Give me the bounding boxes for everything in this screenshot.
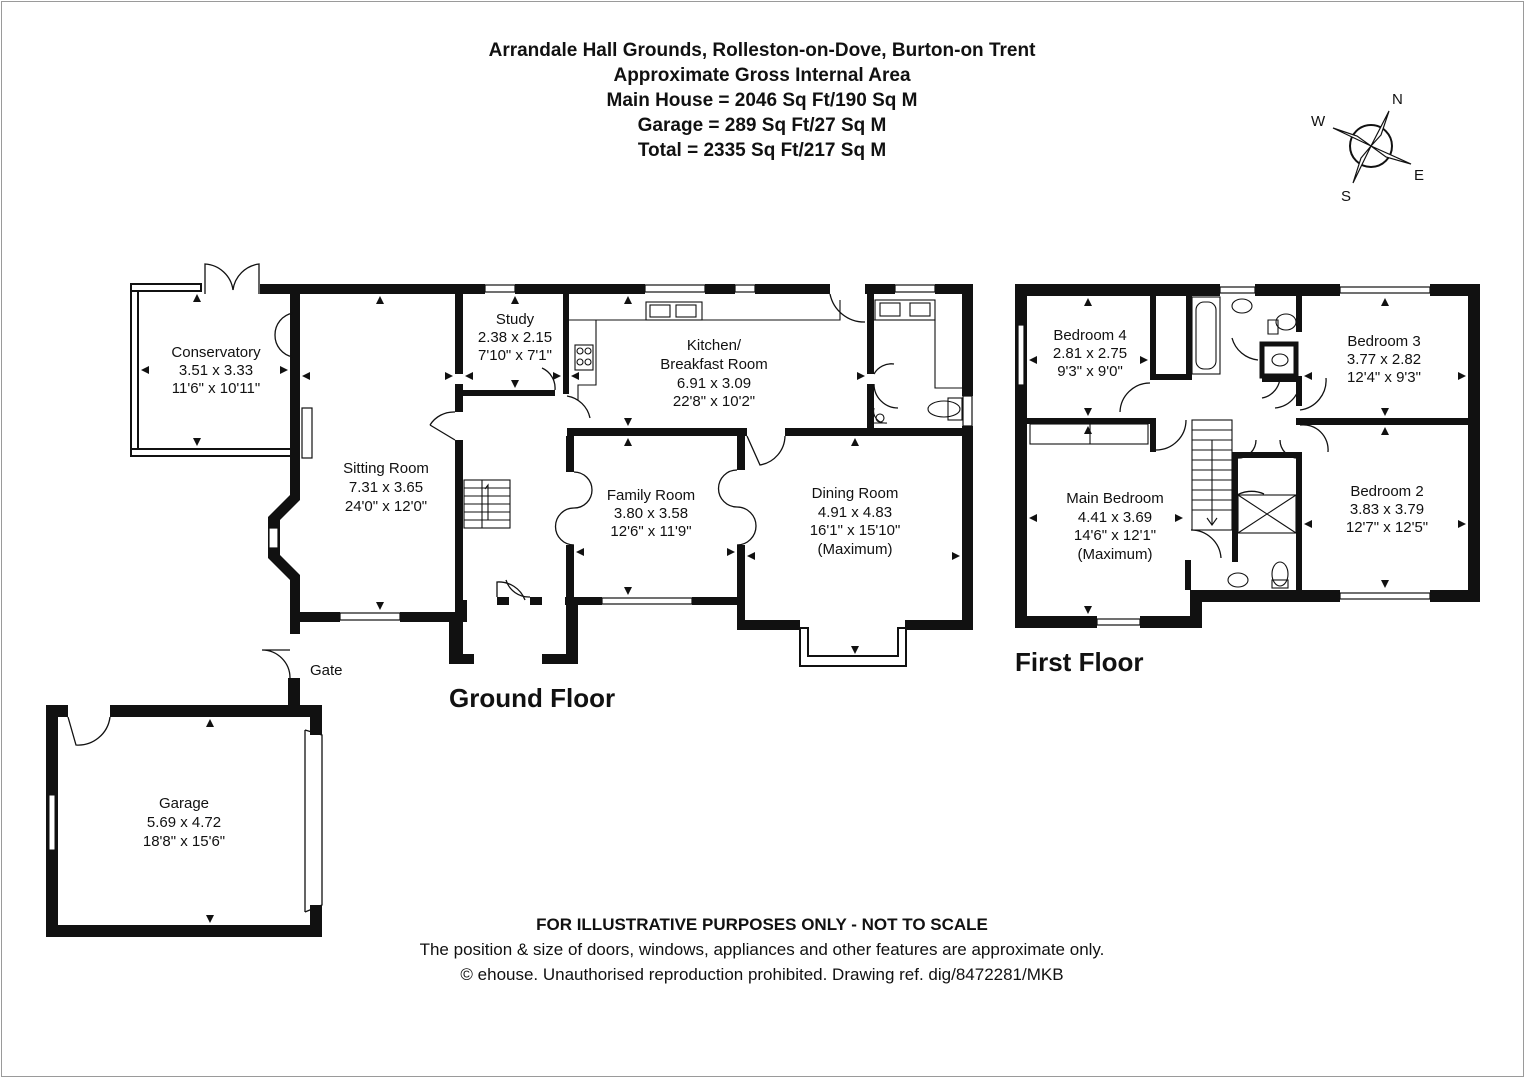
first-floor-dimension-markers bbox=[1029, 298, 1466, 614]
gate-label: Gate bbox=[310, 662, 343, 679]
room-imperial: 14'6" x 12'1" bbox=[1074, 527, 1156, 544]
ground-floor-windows bbox=[268, 284, 973, 621]
room-metric: 3.83 x 3.79 bbox=[1350, 501, 1424, 518]
room-name: Bedroom 3 bbox=[1347, 333, 1420, 350]
room-metric: 3.77 x 2.82 bbox=[1347, 351, 1421, 368]
room-imperial: 16'1" x 15'10" bbox=[810, 522, 901, 539]
ground-floor-label: Ground Floor bbox=[449, 683, 615, 713]
compass-north-label: N bbox=[1392, 91, 1403, 108]
plan-header: Arrandale Hall Grounds, Rolleston-on-Dov… bbox=[262, 38, 1262, 163]
room-metric: 4.41 x 3.69 bbox=[1078, 509, 1152, 526]
room-imperial: 12'7" x 12'5" bbox=[1346, 519, 1428, 536]
room-family-room: Family Room 3.80 x 3.58 12'6" x 11'9" bbox=[607, 487, 695, 540]
room-note: (Maximum) bbox=[1078, 546, 1153, 563]
approximation-note: The position & size of doors, windows, a… bbox=[419, 940, 1105, 959]
room-imperial: 12'4" x 9'3" bbox=[1347, 369, 1421, 386]
room-name: Study bbox=[496, 311, 535, 328]
room-imperial: 7'10" x 7'1" bbox=[478, 347, 552, 364]
room-metric: 3.80 x 3.58 bbox=[614, 505, 688, 522]
room-dining-room: Dining Room 4.91 x 4.83 16'1" x 15'10" (… bbox=[810, 485, 901, 558]
room-bedroom-2: Bedroom 2 3.83 x 3.79 12'7" x 12'5" bbox=[1346, 483, 1428, 536]
room-bedroom-3: Bedroom 3 3.77 x 2.82 12'4" x 9'3" bbox=[1347, 333, 1421, 386]
first-floor-fittings bbox=[1029, 296, 1297, 589]
compass-icon: N E S W bbox=[1311, 91, 1424, 205]
room-kitchen-breakfast: Kitchen/ Breakfast Room 6.91 x 3.09 22'8… bbox=[660, 337, 768, 410]
room-metric: 3.51 x 3.33 bbox=[179, 362, 253, 379]
ground-floor-dimension-markers bbox=[141, 294, 960, 923]
room-study: Study 2.38 x 2.15 7'10" x 7'1" bbox=[478, 311, 552, 364]
room-imperial: 18'8" x 15'6" bbox=[143, 833, 225, 850]
room-name: Kitchen/ bbox=[687, 337, 742, 354]
disclaimer-text: FOR ILLUSTRATIVE PURPOSES ONLY - NOT TO … bbox=[536, 915, 988, 934]
room-name: Sitting Room bbox=[343, 460, 429, 477]
property-title: Arrandale Hall Grounds, Rolleston-on-Dov… bbox=[488, 40, 1036, 61]
copyright-text: © ehouse. Unauthorised reproduction proh… bbox=[460, 965, 1064, 984]
room-name: Bedroom 4 bbox=[1053, 327, 1126, 344]
room-name: Bedroom 2 bbox=[1350, 483, 1423, 500]
room-metric: 6.91 x 3.09 bbox=[677, 375, 751, 392]
room-name: Family Room bbox=[607, 487, 695, 504]
room-name: Garage bbox=[159, 795, 209, 812]
plan-footer: FOR ILLUSTRATIVE PURPOSES ONLY - NOT TO … bbox=[262, 912, 1262, 987]
first-floor-label: First Floor bbox=[1015, 647, 1144, 677]
main-house-area: Main House = 2046 Sq Ft/190 Sq M bbox=[606, 90, 918, 111]
room-metric: 5.69 x 4.72 bbox=[147, 814, 221, 831]
first-floor-windows bbox=[1017, 286, 1431, 626]
first-floor-plan bbox=[1015, 284, 1480, 628]
room-bedroom-4: Bedroom 4 2.81 x 2.75 9'3" x 9'0" bbox=[1053, 327, 1127, 380]
room-name: Conservatory bbox=[171, 344, 261, 361]
area-label: Approximate Gross Internal Area bbox=[613, 65, 911, 86]
compass-west-label: W bbox=[1311, 113, 1326, 130]
room-metric: 2.81 x 2.75 bbox=[1053, 345, 1127, 362]
room-name: Main Bedroom bbox=[1066, 490, 1164, 507]
room-metric: 7.31 x 3.65 bbox=[349, 479, 423, 496]
room-main-bedroom: Main Bedroom 4.41 x 3.69 14'6" x 12'1" (… bbox=[1066, 490, 1164, 563]
room-metric: 2.38 x 2.15 bbox=[478, 329, 552, 346]
room-garage: Garage 5.69 x 4.72 18'8" x 15'6" bbox=[143, 795, 225, 850]
ground-floor-doors bbox=[67, 263, 899, 913]
compass-east-label: E bbox=[1414, 167, 1424, 184]
compass-south-label: S bbox=[1341, 188, 1351, 205]
room-imperial: 22'8" x 10'2" bbox=[673, 393, 755, 410]
ground-floor-fittings bbox=[463, 299, 963, 529]
total-area: Total = 2335 Sq Ft/217 Sq M bbox=[637, 140, 887, 161]
room-metric: 4.91 x 4.83 bbox=[818, 504, 892, 521]
room-imperial: 24'0" x 12'0" bbox=[345, 498, 427, 515]
room-sitting-room: Sitting Room 7.31 x 3.65 24'0" x 12'0" bbox=[343, 460, 429, 515]
room-imperial: 11'6" x 10'11" bbox=[172, 380, 260, 397]
room-note: (Maximum) bbox=[818, 541, 893, 558]
room-imperial: 9'3" x 9'0" bbox=[1057, 363, 1123, 380]
conservatory-walls bbox=[130, 283, 294, 457]
room-imperial: 12'6" x 11'9" bbox=[610, 523, 691, 540]
room-conservatory: Conservatory 3.51 x 3.33 11'6" x 10'11" bbox=[171, 344, 261, 397]
room-name: Dining Room bbox=[812, 485, 899, 502]
ground-floor-plan bbox=[46, 283, 973, 937]
room-name-2: Breakfast Room bbox=[660, 356, 768, 373]
garage-area: Garage = 289 Sq Ft/27 Sq M bbox=[637, 115, 887, 136]
